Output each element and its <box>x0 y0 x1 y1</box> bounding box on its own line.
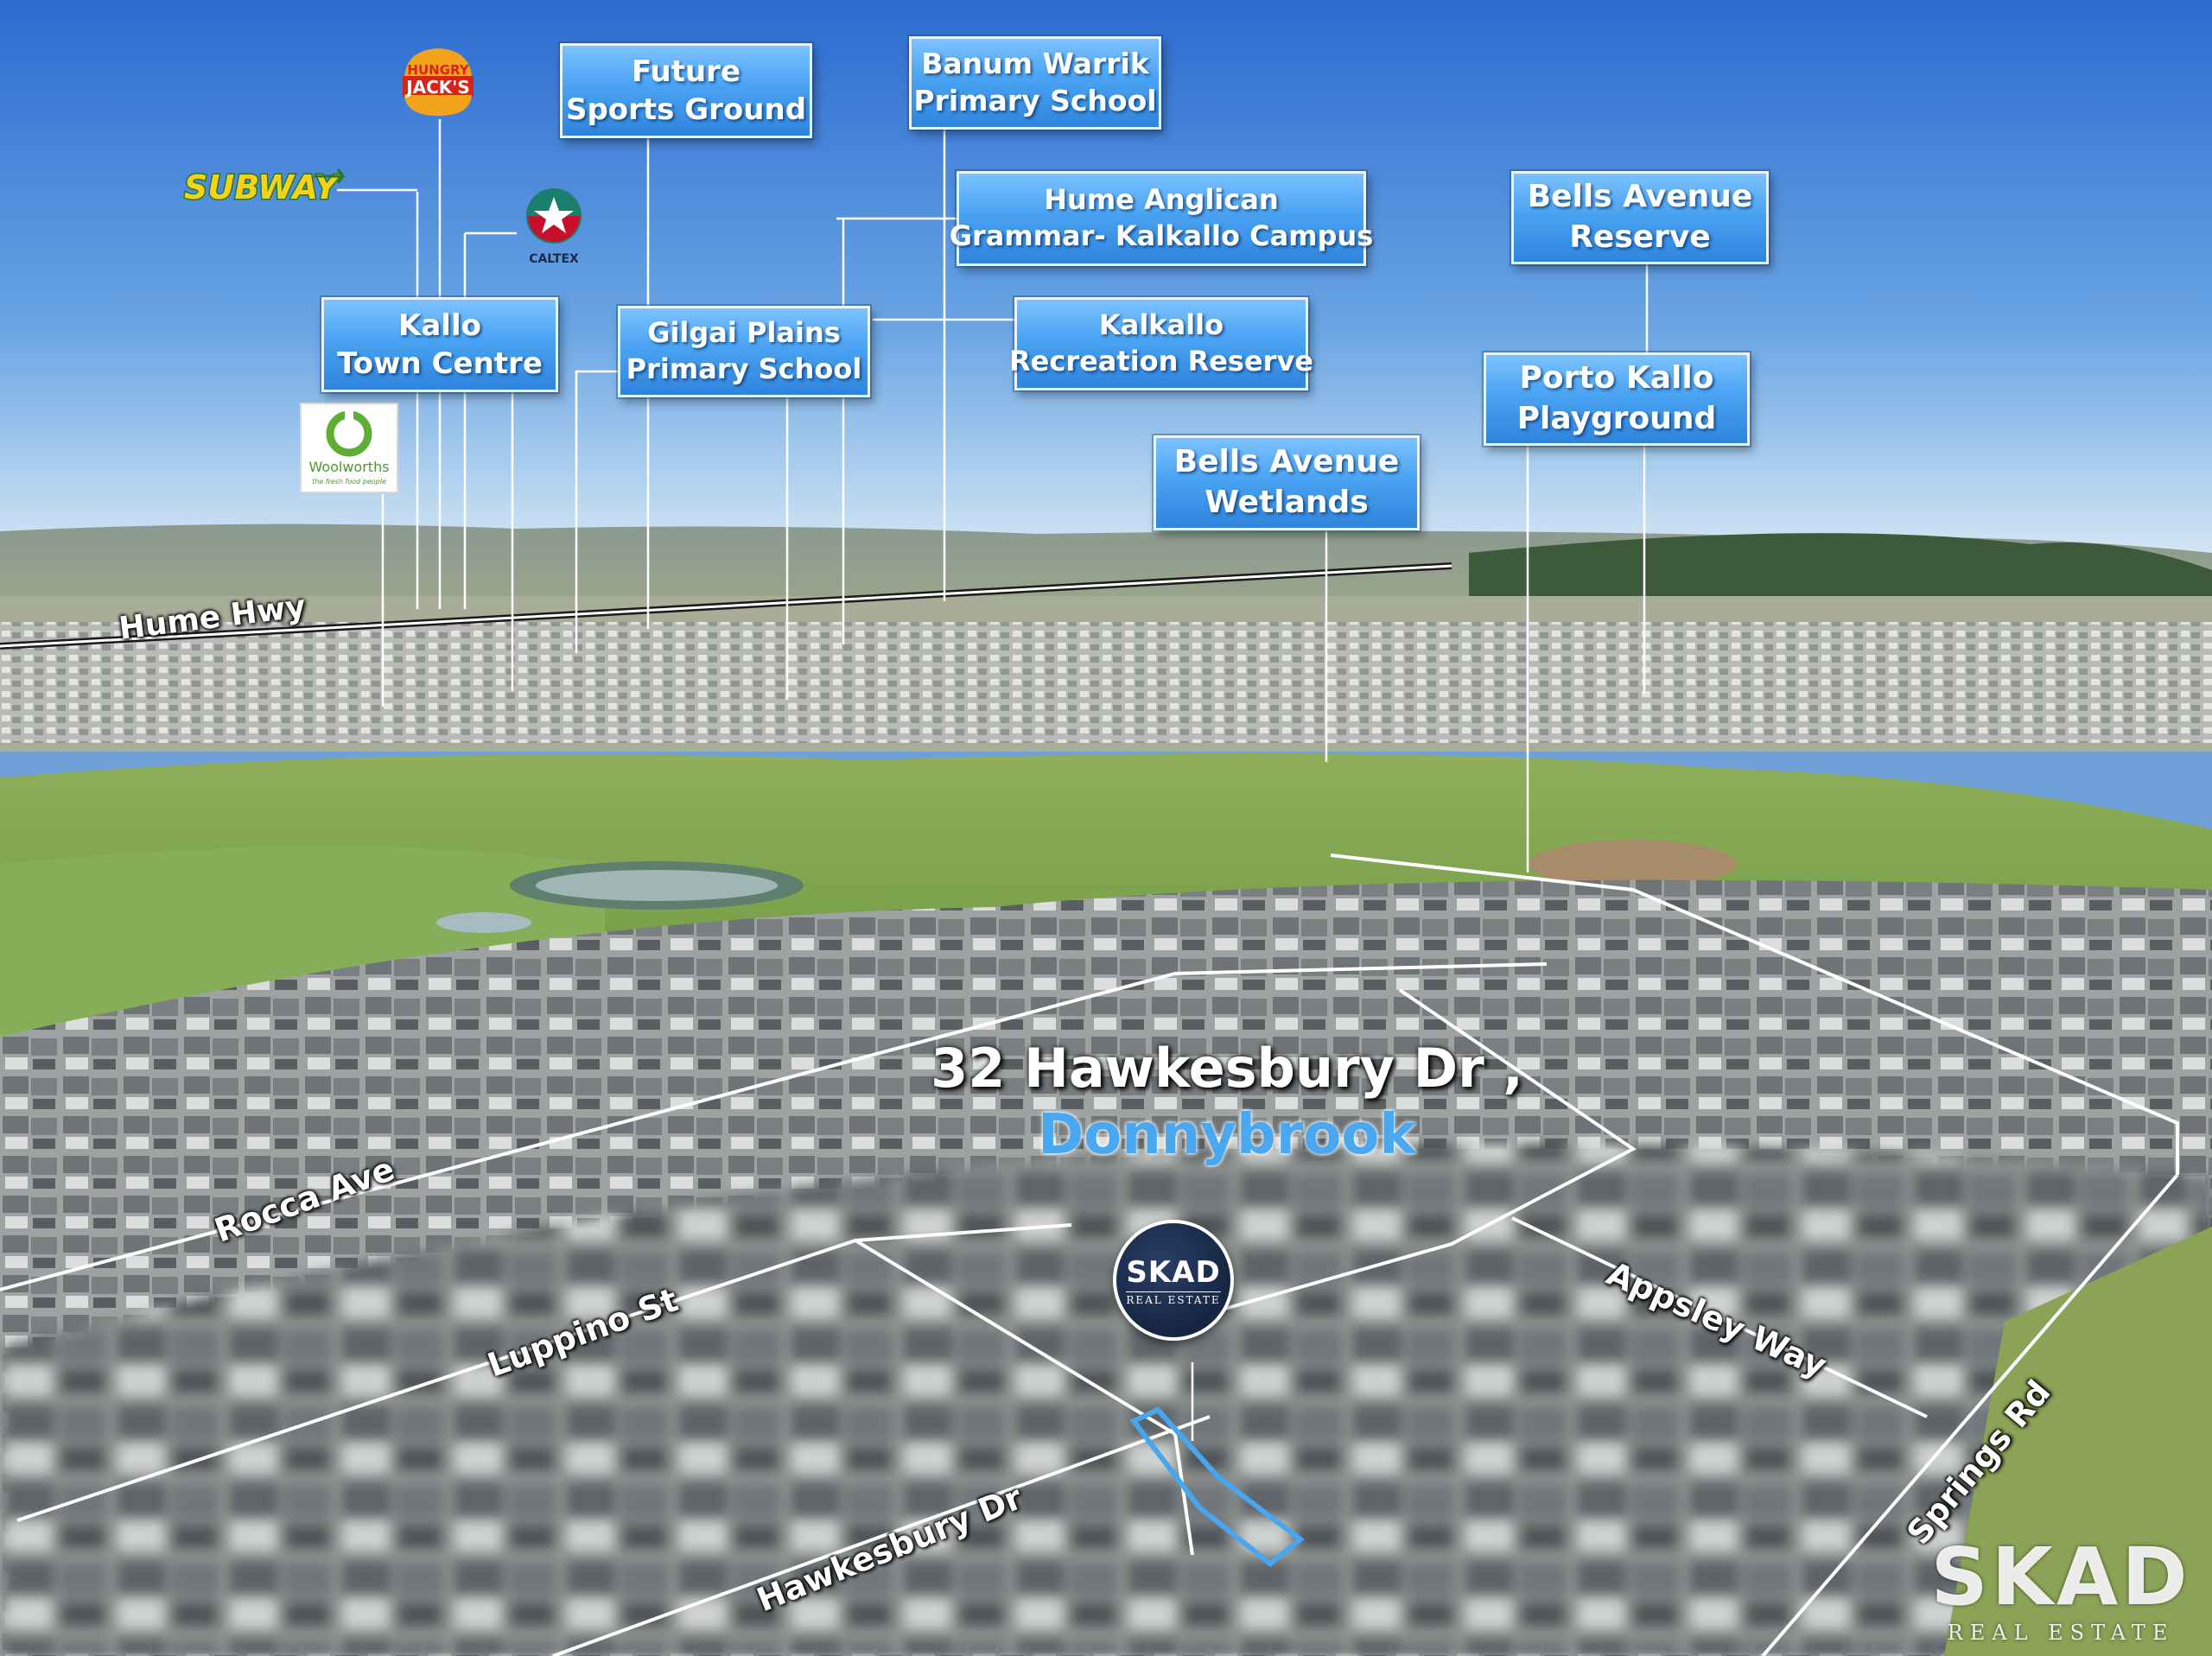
poi-kallo-town-centre: Kallo Town Centre <box>321 297 558 392</box>
poi-line: Recreation Reserve <box>1009 345 1313 378</box>
burger-bun-icon: HUNGRY JACK'S <box>403 48 474 116</box>
address-street: 32 Hawkesbury Dr , <box>931 1037 1523 1100</box>
address-suburb: Donnybrook <box>1038 1103 1416 1167</box>
poi-porto-kallo: Porto Kallo Playground <box>1484 352 1750 446</box>
poi-line: Playground <box>1516 401 1717 436</box>
hungry-jacks-line1: HUNGRY <box>407 62 469 78</box>
woolworths-wordmark: Woolworths <box>308 459 389 475</box>
skad-watermark-logo: SKAD REAL ESTATE <box>1918 1531 2203 1646</box>
caltex-wordmark: CALTEX <box>529 252 579 266</box>
poi-banum-warrik: Banum Warrik Primary School <box>909 36 1161 130</box>
poi-line: Kallo <box>398 308 481 343</box>
poi-line: Porto Kallo <box>1519 360 1714 397</box>
poi-line: Gilgai Plains <box>647 316 841 350</box>
skad-badge-name: SKAD <box>1126 1254 1221 1290</box>
property-outline <box>1129 1406 1305 1567</box>
poi-bells-avenue-wetlands: Bells Avenue Wetlands <box>1154 435 1420 530</box>
subway-wordmark: SUBWAY <box>184 168 341 206</box>
poi-line: Grammar- Kalkallo Campus <box>949 219 1374 252</box>
poi-line: Primary School <box>626 352 862 385</box>
woolworths-logo: Woolworths the fresh food people <box>300 403 398 493</box>
poi-future-sports-ground: Future Sports Ground <box>560 43 812 138</box>
poi-kalkallo-recreation: Kalkallo Recreation Reserve <box>1009 297 1313 390</box>
caltex-logo: CALTEX <box>517 187 591 268</box>
hungry-jacks-logo: HUNGRY JACK'S <box>399 45 477 119</box>
subway-logo: SUBWAY <box>177 166 350 211</box>
hungry-jacks-line2: JACK'S <box>404 77 470 98</box>
poi-line: Sports Ground <box>565 92 807 127</box>
poi-line: Wetlands <box>1205 485 1369 520</box>
poi-bells-avenue-reserve: Bells Avenue Reserve <box>1511 171 1769 264</box>
woolworths-tagline: the fresh food people <box>312 478 386 485</box>
poi-line: Banum Warrik <box>921 47 1149 81</box>
watermark-sub: REAL ESTATE <box>1947 1621 2175 1645</box>
subway-arrow-icon: SUBWAY <box>183 168 346 208</box>
poi-gilgai-plains: Gilgai Plains Primary School <box>618 306 870 397</box>
poi-line: Town Centre <box>337 346 543 381</box>
poi-line: Hume Anglican <box>1044 183 1279 217</box>
skad-badge-sub: REAL ESTATE <box>1126 1291 1221 1306</box>
poi-line: Primary School <box>913 84 1157 117</box>
watermark-name: SKAD <box>1930 1531 2191 1623</box>
woolworths-apple-icon: Woolworths the fresh food people <box>308 409 390 485</box>
poi-line: Kalkallo <box>1098 308 1224 342</box>
poi-line: Bells Avenue <box>1173 444 1400 480</box>
poi-line: Bells Avenue <box>1527 179 1753 215</box>
poi-line: Future <box>631 54 741 89</box>
property-address-title: 32 Hawkesbury Dr , Donnybrook <box>881 1037 1573 1167</box>
poi-line: Reserve <box>1569 219 1711 255</box>
caltex-star-icon: CALTEX <box>526 188 582 266</box>
skad-marker-badge: SKAD REAL ESTATE <box>1113 1220 1234 1341</box>
poi-hume-anglican: Hume Anglican Grammar- Kalkallo Campus <box>950 171 1373 266</box>
